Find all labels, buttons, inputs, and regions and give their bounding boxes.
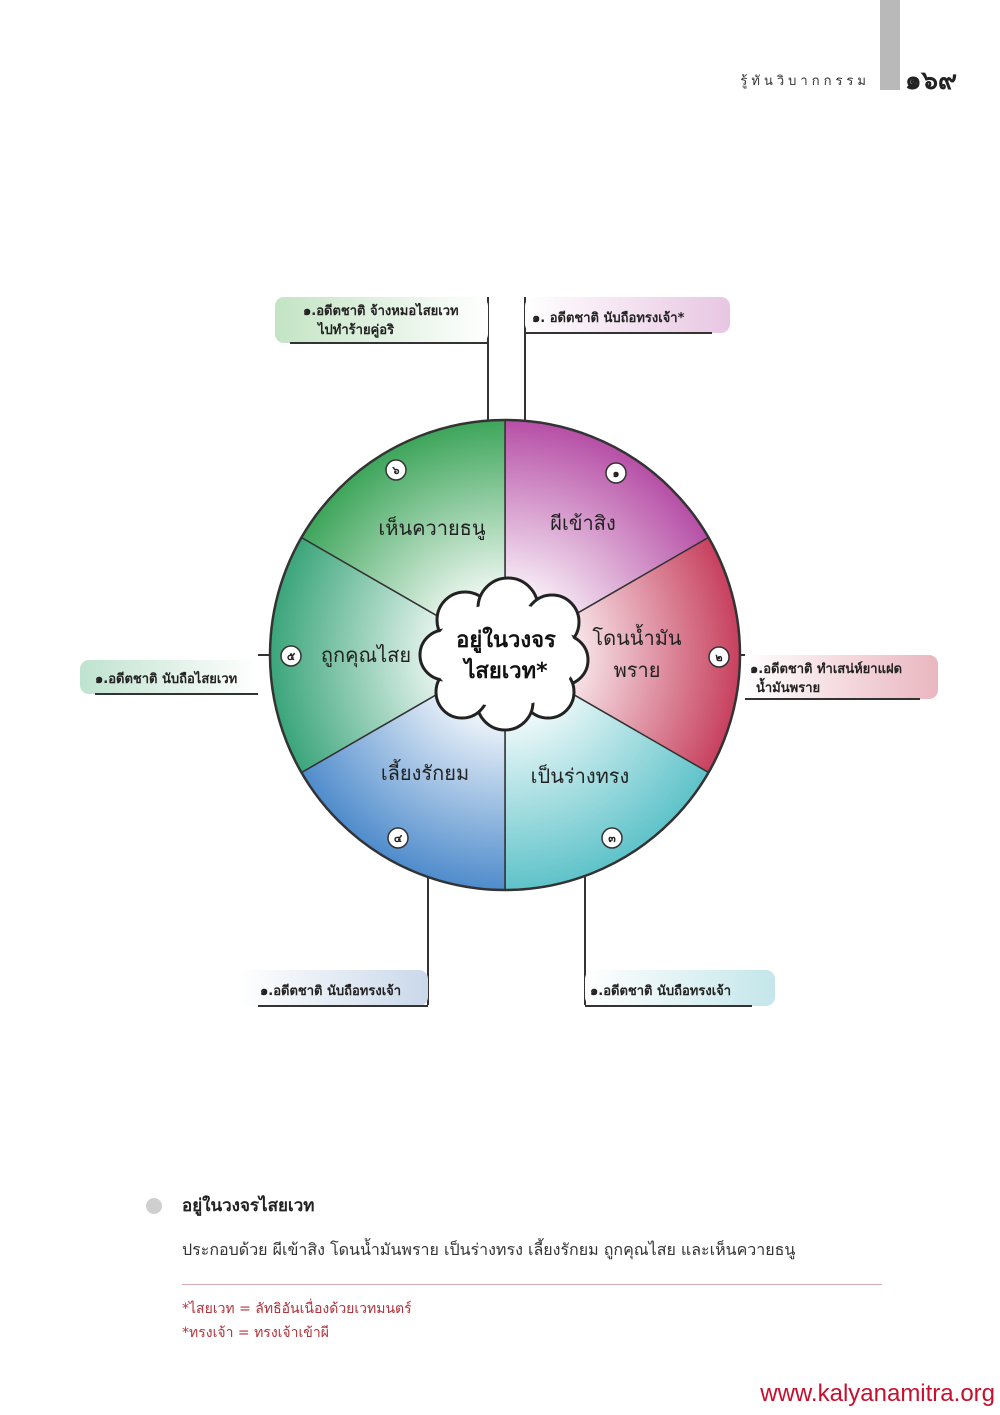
segment-2-badge bbox=[708, 646, 730, 668]
header-bar bbox=[880, 0, 900, 90]
bullet-icon bbox=[146, 1198, 162, 1214]
segment-5-label: ถูกคุณไสย bbox=[321, 643, 411, 668]
divider bbox=[182, 1284, 882, 1285]
segment-6-number: ๖ bbox=[392, 464, 400, 477]
segment-2-label-2: พราย bbox=[614, 658, 661, 682]
callout-2: ๑.อดีตชาติ ทำเสน่ห์ยาแฝด น้ำมันพราย bbox=[745, 655, 938, 700]
segment-6-label: เห็นควายธนู bbox=[378, 515, 485, 541]
segment-2-number: ๒ bbox=[715, 651, 722, 664]
wheel-outline bbox=[268, 418, 742, 892]
segment-1-label: ผีเข้าสิง bbox=[550, 511, 615, 535]
segment-1-badge bbox=[605, 462, 627, 484]
center-cloud: อยู่ในวงจร ไสยเวท* bbox=[418, 576, 590, 732]
segment-3-number: ๓ bbox=[608, 832, 616, 845]
callout-6: ๑.อดีตชาติ จ้างหมอไสยเวท ไปทำร้ายคู่อริ bbox=[275, 297, 488, 344]
footnote-2: *ทรงเจ้า = ทรงเจ้าเข้าผี bbox=[182, 1325, 329, 1341]
section-title: อยู่ในวงจรไสยเวท bbox=[182, 1196, 315, 1216]
center-label-2: ไสยเวท* bbox=[462, 657, 548, 684]
callout-1: ๑. อดีตชาติ นับถือทรงเจ้า* bbox=[525, 297, 730, 334]
callout-5-line-1: ๑.อดีตชาติ นับถือไสยเวท bbox=[95, 670, 237, 687]
footnote-1: *ไสยเวท = ลัทธิอันเนื่องด้วยเวทมนตร์ bbox=[182, 1301, 412, 1317]
callout-2-line-1: ๑.อดีตชาติ ทำเสน่ห์ยาแฝด bbox=[750, 661, 902, 677]
segment-6-badge bbox=[385, 459, 407, 481]
segment-3-label: เป็นร่างทรง bbox=[531, 763, 630, 788]
center-label-1: อยู่ในวงจร bbox=[456, 626, 556, 654]
segment-3-badge bbox=[601, 827, 623, 849]
segment-5-number: ๕ bbox=[287, 650, 296, 663]
running-title: รู้ทันวิบากกรรม bbox=[740, 74, 870, 89]
segment-5-badge bbox=[280, 645, 302, 667]
callout-5: ๑.อดีตชาติ นับถือไสยเวท bbox=[80, 660, 258, 695]
segment-2-label-1: โดนน้ำมัน bbox=[592, 624, 681, 650]
website-link[interactable]: www.kalyanamitra.org bbox=[760, 1380, 995, 1407]
segment-1-number: ๑ bbox=[613, 467, 620, 480]
callout-3: ๑.อดีตชาติ นับถือทรงเจ้า bbox=[585, 970, 775, 1007]
segment-4-label: เลี้ยงรักยม bbox=[381, 759, 469, 785]
callout-4-line-1: ๑.อดีตชาติ นับถือทรงเจ้า bbox=[260, 983, 401, 999]
callout-4: ๑.อดีตชาติ นับถือทรงเจ้า bbox=[240, 970, 428, 1007]
callout-6-line-1: ๑.อดีตชาติ จ้างหมอไสยเวท bbox=[303, 302, 459, 319]
segment-4-badge bbox=[387, 827, 409, 849]
callout-2-line-2: น้ำมันพราย bbox=[756, 677, 820, 696]
segment-4-number: ๔ bbox=[394, 832, 403, 845]
callout-1-line-1: ๑. อดีตชาติ นับถือทรงเจ้า* bbox=[532, 310, 685, 326]
karma-cycle-diagram: ๑. อดีตชาติ นับถือทรงเจ้า* ๑.อดีตชาติ ทำ… bbox=[80, 297, 938, 1007]
section-body: ประกอบด้วย ผีเข้าสิง โดนน้ำมันพราย เป็นร… bbox=[182, 1240, 796, 1259]
page-number: ๑๖๙ bbox=[905, 66, 958, 96]
callout-6-line-2: ไปทำร้ายคู่อริ bbox=[316, 321, 394, 338]
callout-3-line-1: ๑.อดีตชาติ นับถือทรงเจ้า bbox=[590, 983, 731, 999]
